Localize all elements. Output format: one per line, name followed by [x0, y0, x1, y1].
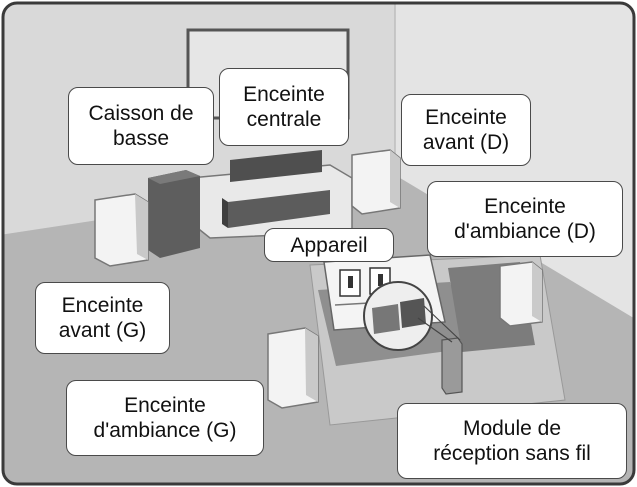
label-surround-left-line2: d'ambiance (G)	[93, 419, 237, 442]
label-front-left-line2: avant (G)	[58, 319, 147, 342]
label-wireless-module: Module de réception sans fil	[397, 403, 627, 479]
label-center-line2: centrale	[246, 108, 322, 131]
label-surround-left-line1: Enceinte	[124, 394, 206, 417]
label-surround-right: Enceinte d'ambiance (D)	[427, 181, 623, 257]
label-front-right: Enceinte avant (D)	[401, 94, 531, 166]
label-subwoofer: Caisson de basse	[68, 87, 214, 165]
label-wireless-line1: Module de	[462, 417, 562, 440]
label-device: Appareil	[264, 228, 394, 262]
label-surround-left: Enceinte d'ambiance (G)	[66, 380, 264, 456]
subwoofer-speaker	[148, 170, 200, 258]
label-subwoofer-line1: Caisson de	[88, 102, 194, 125]
label-front-left-line1: Enceinte	[61, 294, 144, 317]
label-center-line1: Enceinte	[243, 83, 325, 106]
wireless-receiver-module	[441, 337, 463, 395]
label-subwoofer-line2: basse	[112, 127, 170, 150]
label-center-speaker: Enceinte centrale	[219, 68, 349, 146]
label-device-line1: Appareil	[290, 233, 368, 257]
label-front-right-line1: Enceinte	[425, 106, 507, 129]
label-surround-right-line1: Enceinte	[484, 195, 566, 218]
label-front-left: Enceinte avant (G)	[35, 282, 170, 354]
label-wireless-line2: réception sans fil	[433, 442, 591, 465]
label-front-right-line2: avant (D)	[422, 131, 510, 154]
main-unit	[228, 190, 330, 228]
center-speaker	[230, 150, 322, 182]
label-surround-right-line2: d'ambiance (D)	[454, 220, 596, 243]
